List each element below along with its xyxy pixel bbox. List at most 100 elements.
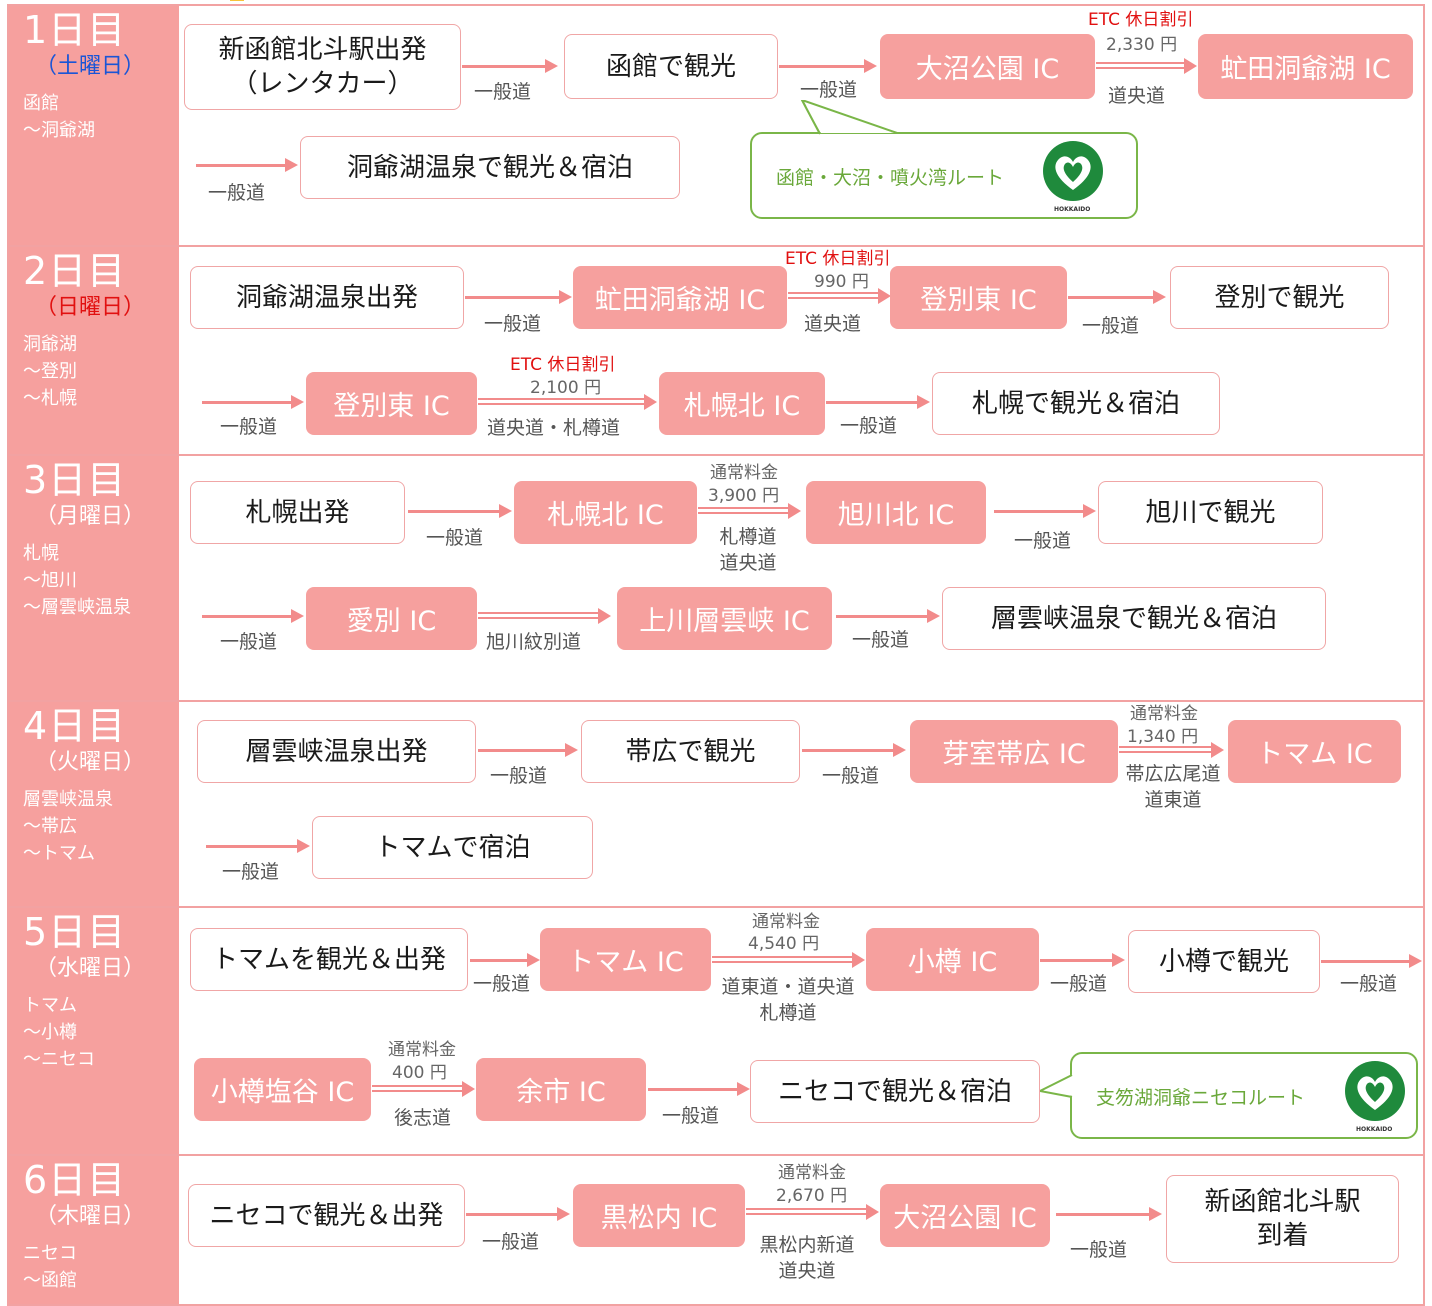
road-label: 旭川紋別道 [486, 631, 582, 653]
expressway-arrow [788, 287, 891, 304]
node-kuromatsunai-ic: 黒松内 IC [573, 1184, 745, 1247]
road-label: 一般道 [1070, 1239, 1128, 1261]
toll-fee: 2,670 円 [776, 1186, 848, 1206]
node-kamikawa-sounkyo-ic: 上川層雲峡 IC [617, 587, 832, 650]
day-5-route: トマム ～小樽 ～ニセコ [23, 995, 95, 1070]
node-toyako-depart: 洞爺湖温泉出発 [190, 266, 464, 329]
node-onuma-ic: 大沼公園 IC [880, 34, 1095, 99]
day-5-number: 5日目 [23, 910, 127, 954]
road-label: 道東道・道央道 札樽道 [721, 976, 855, 1024]
expressway-arrow [712, 951, 865, 968]
expressway-arrow [746, 1203, 879, 1220]
expressway-arrow [1096, 57, 1197, 74]
etc-discount-label: ETC 休日割引 [510, 355, 616, 375]
road-label: 一般道 [852, 629, 910, 651]
arrow [466, 1207, 570, 1221]
day-6-weekday: （木曜日） [35, 1204, 146, 1229]
node-sounkyo-depart: 層雲峡温泉出発 [197, 720, 476, 783]
etc-discount-label: ETC 休日割引 [1088, 10, 1194, 30]
day-1-panel: 1日目 （土曜日） 函館 ～洞爺湖 [7, 4, 1425, 247]
day-6-route: ニセコ ～函館 [23, 1243, 77, 1291]
fee-type-label: 通常料金 [778, 1163, 846, 1183]
toll-fee: 400 円 [392, 1063, 447, 1083]
road-label: 道央道 [1108, 85, 1166, 107]
road-label: 一般道 [490, 765, 548, 787]
callout-route-name: 支笏湖洞爺ニセコルート [1096, 1087, 1306, 1109]
road-label: 一般道 [220, 416, 278, 438]
arrow [836, 609, 940, 623]
day-3-header: 3日目 （月曜日） 札幌 ～旭川 ～層雲峡温泉 [9, 456, 179, 700]
arrow [206, 839, 310, 853]
arrow [1040, 953, 1125, 967]
fee-type-label: 通常料金 [710, 463, 778, 483]
road-label: 一般道 [220, 631, 278, 653]
day-2-panel: 2日目 （日曜日） 洞爺湖 ～登別 ～札幌 [7, 245, 1425, 456]
day-3-route: 札幌 ～旭川 ～層雲峡温泉 [23, 543, 131, 618]
road-label: 一般道 [484, 313, 542, 335]
road-label: 道央道 [804, 313, 862, 335]
day-1-weekday: （土曜日） [35, 54, 146, 79]
day-3-weekday: （月曜日） [35, 504, 146, 529]
day-6-number: 6日目 [23, 1158, 127, 1202]
scenic-byway-logo [1345, 1061, 1405, 1121]
scenic-byway-logo [1043, 141, 1103, 201]
day-4-header: 4日目 （火曜日） 層雲峡温泉 ～帯広 ～トマム [9, 702, 179, 906]
node-otaru-shioya-ic: 小樽塩谷 IC [194, 1058, 371, 1121]
node-niseko-depart: ニセコで観光＆出発 [188, 1184, 465, 1247]
day-3-panel: 3日目 （月曜日） 札幌 ～旭川 ～層雲峡温泉 [7, 454, 1425, 702]
road-label: 一般道 [1050, 973, 1108, 995]
arrow [408, 504, 512, 518]
expressway-arrow [1119, 741, 1224, 758]
node-sapporo-stay: 札幌で観光＆宿泊 [932, 372, 1220, 435]
road-label: 一般道 [473, 973, 531, 995]
fee-type-label: 通常料金 [752, 912, 820, 932]
etc-discount-label: ETC 休日割引 [785, 249, 891, 269]
arrow [826, 395, 930, 409]
day-2-number: 2日目 [23, 249, 127, 293]
scenic-byway-caption: HOKKAIDO [1054, 206, 1091, 213]
node-shinhakodate-arrive: 新函館北斗駅 到着 [1166, 1175, 1399, 1263]
toll-fee: 1,340 円 [1127, 727, 1199, 747]
callout-route-name: 函館・大沼・噴火湾ルート [776, 167, 1005, 189]
node-obihiro-sightseeing: 帯広で観光 [581, 720, 800, 783]
node-toyako-onsen-stay: 洞爺湖温泉で観光＆宿泊 [300, 136, 680, 199]
arrow [1321, 954, 1422, 968]
day-3-number: 3日目 [23, 458, 127, 502]
road-label: 一般道 [482, 1231, 540, 1253]
road-label: 一般道 [800, 79, 858, 101]
day-2-header: 2日目 （日曜日） 洞爺湖 ～登別 ～札幌 [9, 247, 179, 454]
node-hakodate-sightseeing: 函館で観光 [564, 34, 778, 99]
fee-type-label: 通常料金 [388, 1040, 456, 1060]
callout-pointer-mask [801, 100, 894, 135]
expressway-arrow [478, 607, 611, 624]
day-1-number: 1日目 [23, 8, 127, 52]
node-tomamu-stay: トマムで宿泊 [312, 816, 593, 879]
road-label: 一般道 [840, 415, 898, 437]
node-tomamu-ic: トマム IC [540, 928, 711, 991]
arrow [802, 743, 906, 757]
road-label: 一般道 [822, 765, 880, 787]
toll-fee: 2,100 円 [530, 378, 602, 398]
road-label: 一般道 [1340, 973, 1398, 995]
road-label: 一般道 [208, 182, 266, 204]
node-noboribetsu-higashi-ic: 登別東 IC [890, 266, 1067, 329]
day-1-header: 1日目 （土曜日） 函館 ～洞爺湖 [9, 6, 179, 245]
node-sounkyo-stay: 層雲峡温泉で観光＆宿泊 [942, 587, 1326, 650]
expressway-arrow [478, 393, 657, 410]
road-label: 札樽道 道央道 [719, 526, 777, 574]
toll-fee: 990 円 [814, 272, 869, 292]
arrow [478, 743, 578, 757]
toll-fee: 2,330 円 [1106, 35, 1178, 55]
node-abuta-toyako-ic: 虻田洞爺湖 IC [573, 266, 787, 329]
day-4-number: 4日目 [23, 704, 127, 748]
node-tomamu-depart: トマムを観光＆出発 [190, 928, 468, 991]
node-onuma-ic: 大沼公園 IC [880, 1184, 1050, 1247]
road-label: 一般道 [1014, 530, 1072, 552]
arrow [202, 395, 304, 409]
arrow [470, 953, 540, 967]
node-abuta-toyako-ic: 虻田洞爺湖 IC [1198, 34, 1413, 99]
road-label: 一般道 [222, 861, 280, 883]
toll-fee: 4,540 円 [748, 934, 820, 954]
road-label: 黒松内新道 道央道 [759, 1234, 855, 1282]
node-noboribetsu-sightseeing: 登別で観光 [1170, 266, 1389, 329]
